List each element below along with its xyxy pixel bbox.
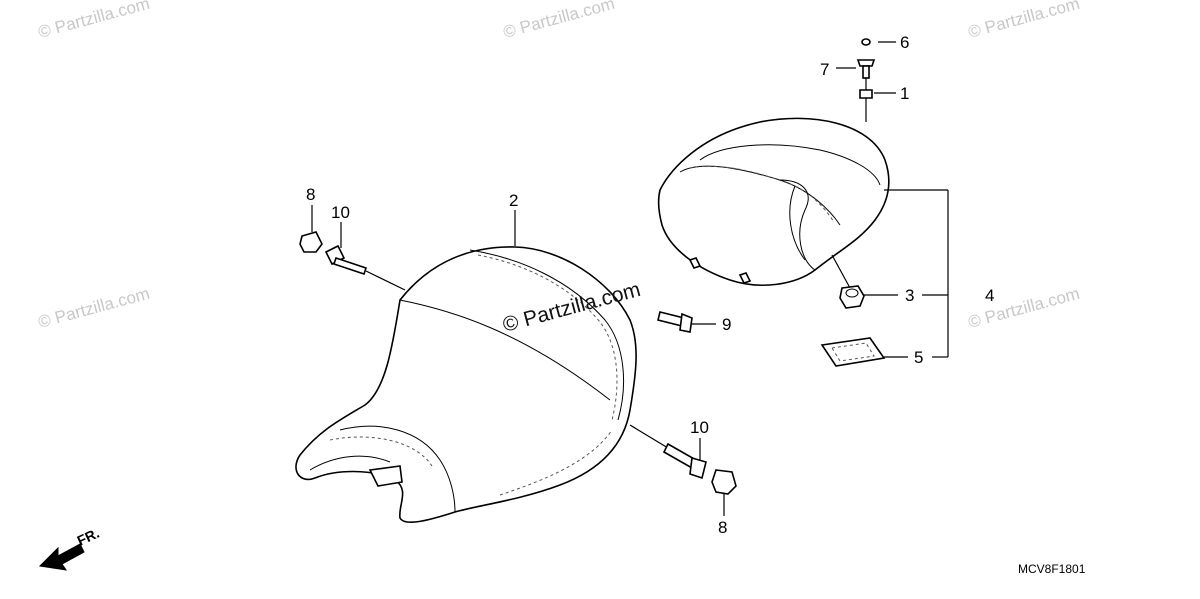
- callout-8-upper: 8: [306, 185, 315, 204]
- callout-10-upper: 10: [331, 203, 350, 222]
- front-direction-label: FR.: [75, 525, 102, 549]
- callouts: 6 7 1 2 3 4 5 9 8 10 10 8: [306, 33, 994, 537]
- callout-7: 7: [820, 60, 829, 79]
- watermark-top-left: © Partzilla.com: [36, 0, 152, 42]
- callout-2: 2: [509, 191, 518, 210]
- front-arrow-icon: FR.: [38, 525, 102, 571]
- part-8-grommet-lower: [711, 469, 737, 495]
- watermark-top-center: © Partzilla.com: [501, 0, 617, 42]
- watermark-top-right: © Partzilla.com: [966, 0, 1082, 42]
- diagram-code: MCV8F1801: [1018, 562, 1086, 576]
- lower-right-fasteners: [629, 424, 737, 495]
- part-5-pad: [820, 337, 886, 367]
- part-6-washer: [861, 38, 871, 46]
- part-7-screw-head: [856, 59, 876, 67]
- part-8-grommet-upper: [299, 231, 323, 253]
- callout-5: 5: [914, 348, 923, 367]
- rider-seat: [295, 246, 637, 523]
- callout-6: 6: [900, 33, 909, 52]
- passenger-seat: [657, 117, 890, 286]
- watermark-middle-right: © Partzilla.com: [966, 284, 1082, 332]
- callout-4: 4: [985, 286, 994, 305]
- part-3-nut: [831, 254, 865, 309]
- part-9-bolt: [657, 311, 693, 333]
- upper-left-fasteners: [299, 231, 406, 291]
- callout-8-lower: 8: [718, 518, 727, 537]
- bolt-stack: [856, 38, 876, 122]
- part-7-screw-shaft: [862, 65, 870, 79]
- callout-9: 9: [722, 315, 731, 334]
- callout-10-lower: 10: [690, 418, 709, 437]
- part-10-bolt-shaft-upper: [332, 256, 368, 276]
- part-1-grommet: [859, 89, 873, 99]
- watermark-middle-left: © Partzilla.com: [36, 284, 152, 332]
- leader-lines: [311, 41, 949, 516]
- callout-3: 3: [905, 286, 914, 305]
- part-10-bolt-head-lower: [689, 456, 707, 480]
- callout-1: 1: [900, 84, 909, 103]
